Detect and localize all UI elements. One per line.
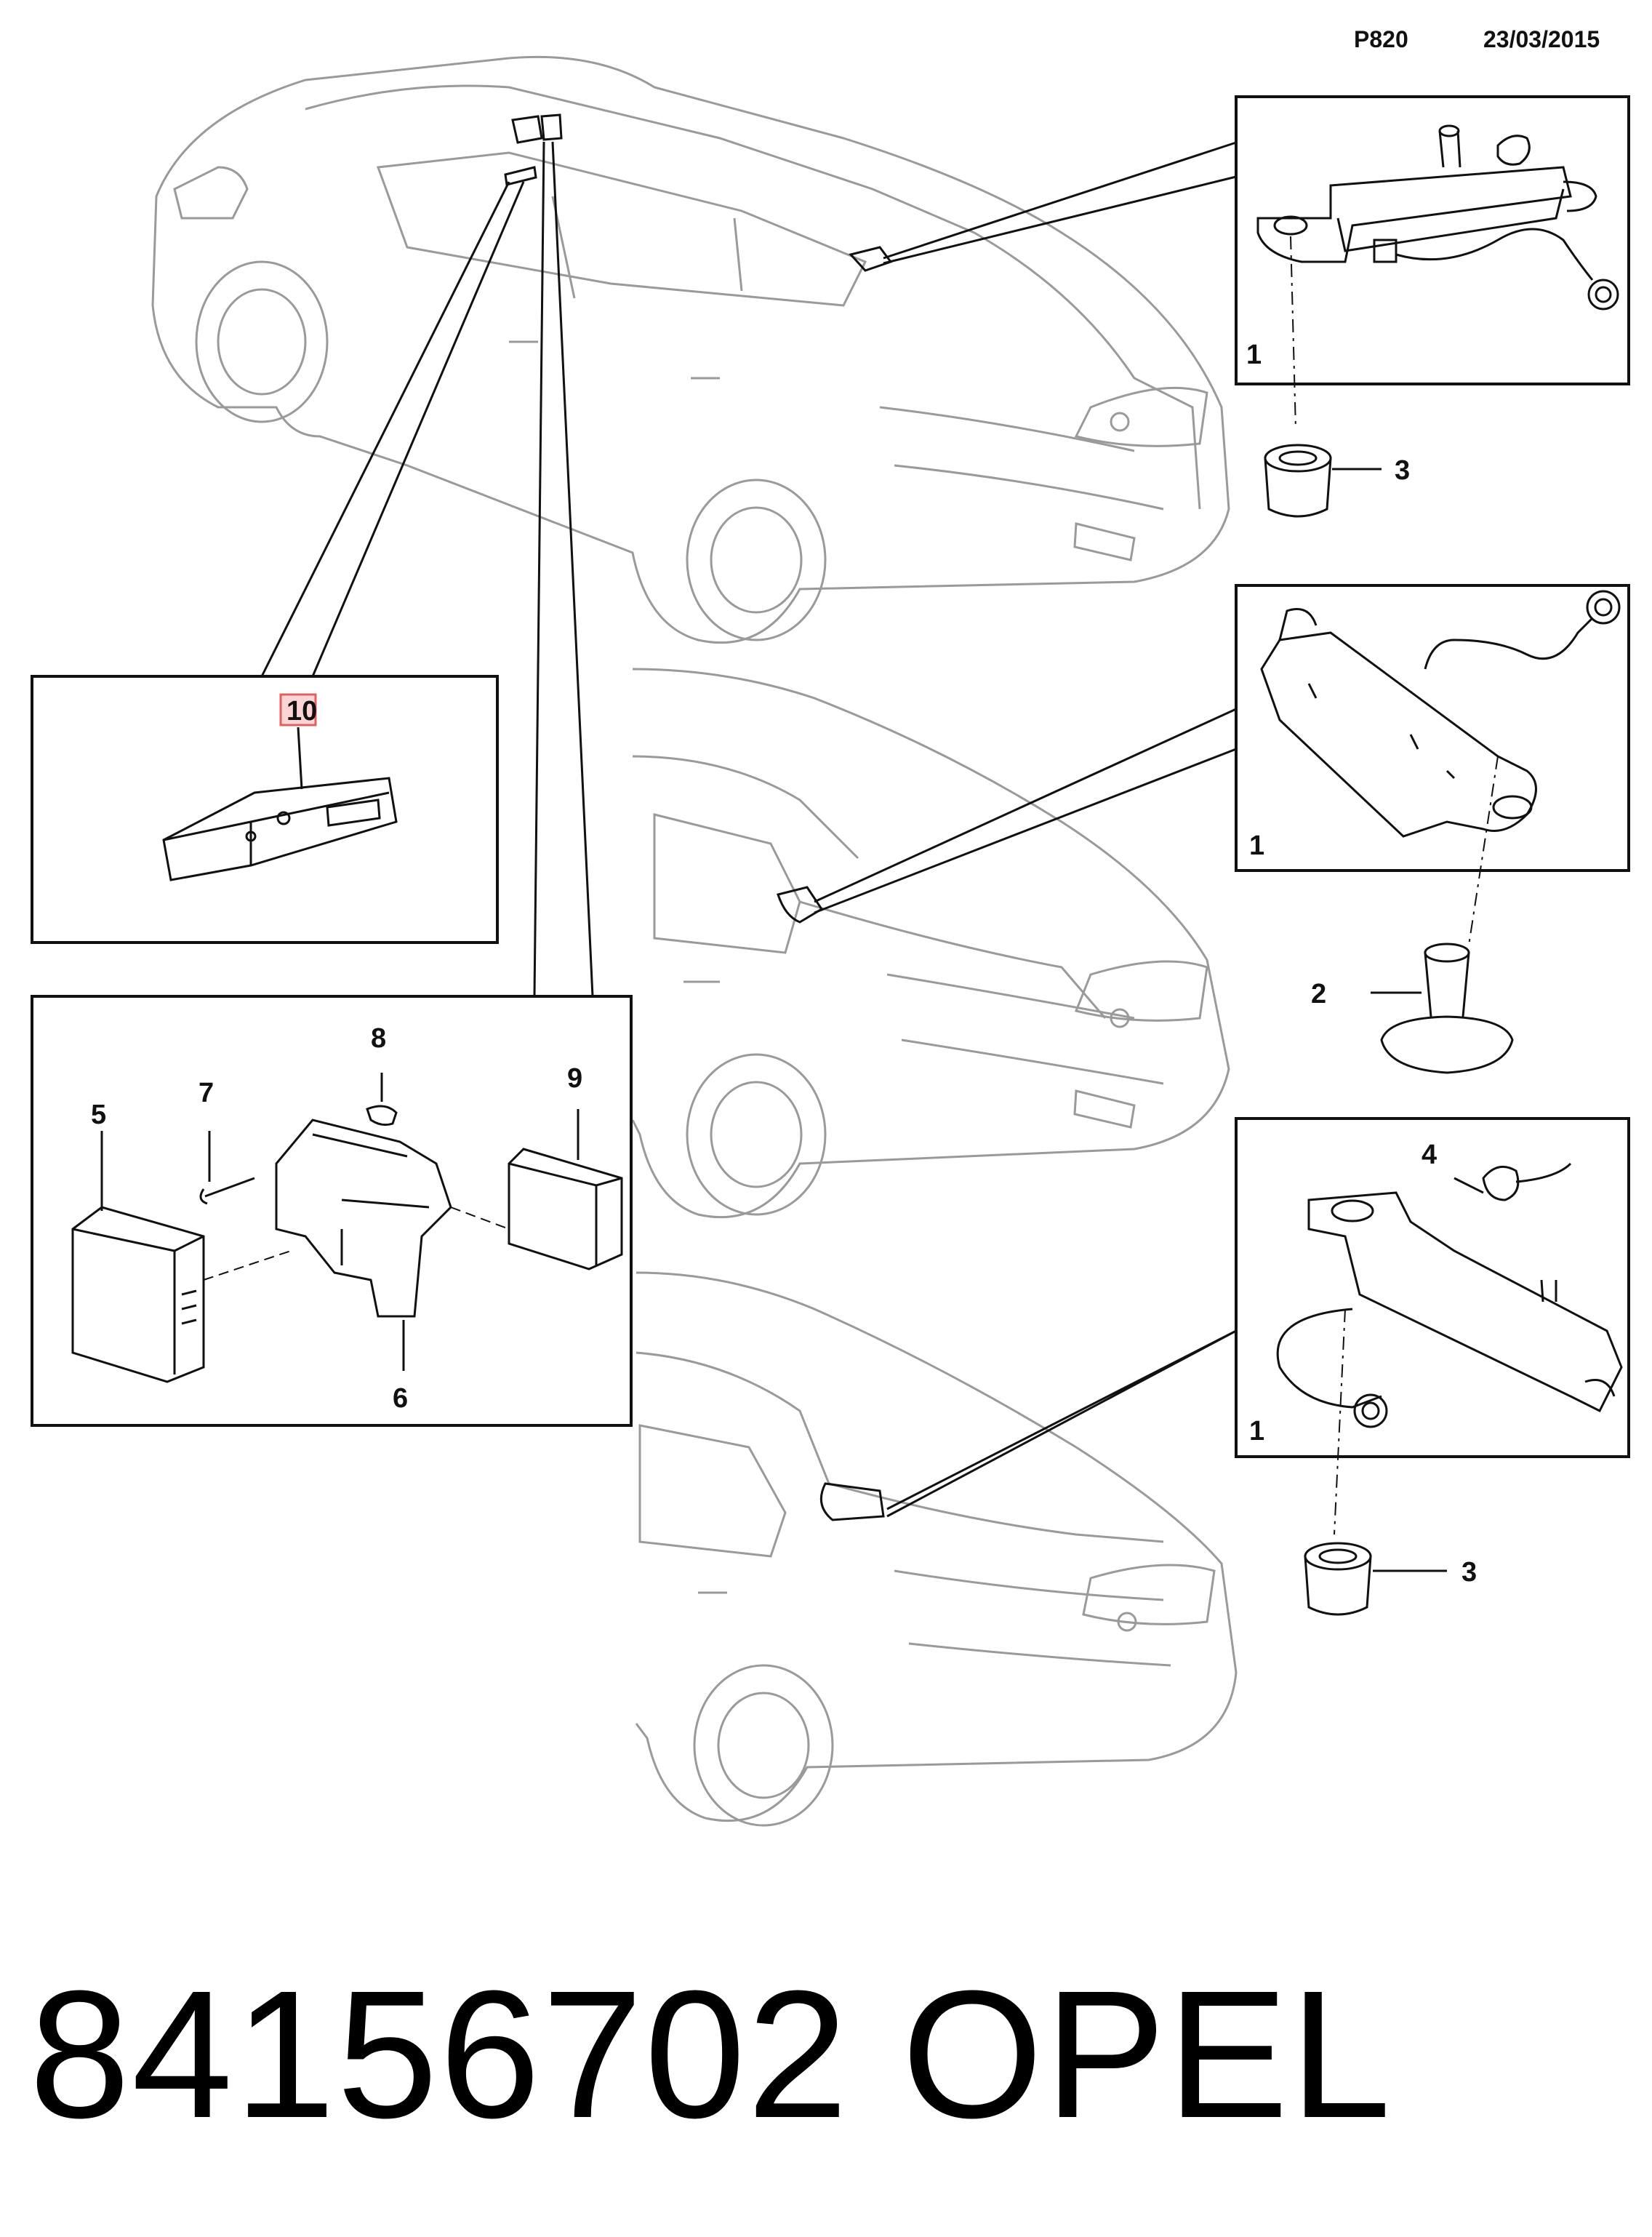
callout-4: 4: [1422, 1140, 1437, 1170]
leader-lines: [260, 141, 1237, 1518]
detail-box-control-module: [31, 675, 499, 944]
diagram-code: P820: [1354, 26, 1408, 52]
callout-1b: 1: [1249, 831, 1264, 861]
callout-6: 6: [393, 1383, 408, 1414]
clip-nut-part: [1264, 444, 1332, 518]
callout-3: 3: [1395, 455, 1410, 486]
part-number: 84156702: [29, 1953, 850, 2156]
diagram-date: 23/03/2015: [1483, 26, 1600, 52]
callout-8: 8: [371, 1023, 386, 1054]
detail-box-antenna-sedan: [1235, 95, 1630, 430]
mount-stud-part: [1380, 943, 1514, 1074]
detail-box-antenna-estate: [1235, 1117, 1630, 1535]
callout-5: 5: [91, 1100, 106, 1130]
highlight-marker: [279, 693, 317, 727]
parts-diagram: 1 3 1 2: [31, 55, 1630, 1827]
callout-1c: 1: [1249, 1416, 1264, 1446]
detail-box-module-bracket: [31, 995, 633, 1427]
callout-9: 9: [567, 1063, 582, 1094]
clip-nut-part-lower: [1304, 1542, 1372, 1616]
car-illustration-sedan-middle: [631, 668, 1230, 1219]
car-illustration-estate-bottom: [635, 1271, 1238, 1827]
callout-10: 10: [286, 696, 317, 727]
car-illustration-sedan-top: [151, 55, 1230, 644]
callout-1: 1: [1246, 340, 1262, 370]
brand-name: OPEL: [902, 1953, 1392, 2156]
detail-box-antenna-middle: [1235, 584, 1630, 946]
callout-3b: 3: [1461, 1557, 1477, 1588]
callout-7: 7: [199, 1078, 214, 1108]
callout-2: 2: [1311, 979, 1326, 1009]
